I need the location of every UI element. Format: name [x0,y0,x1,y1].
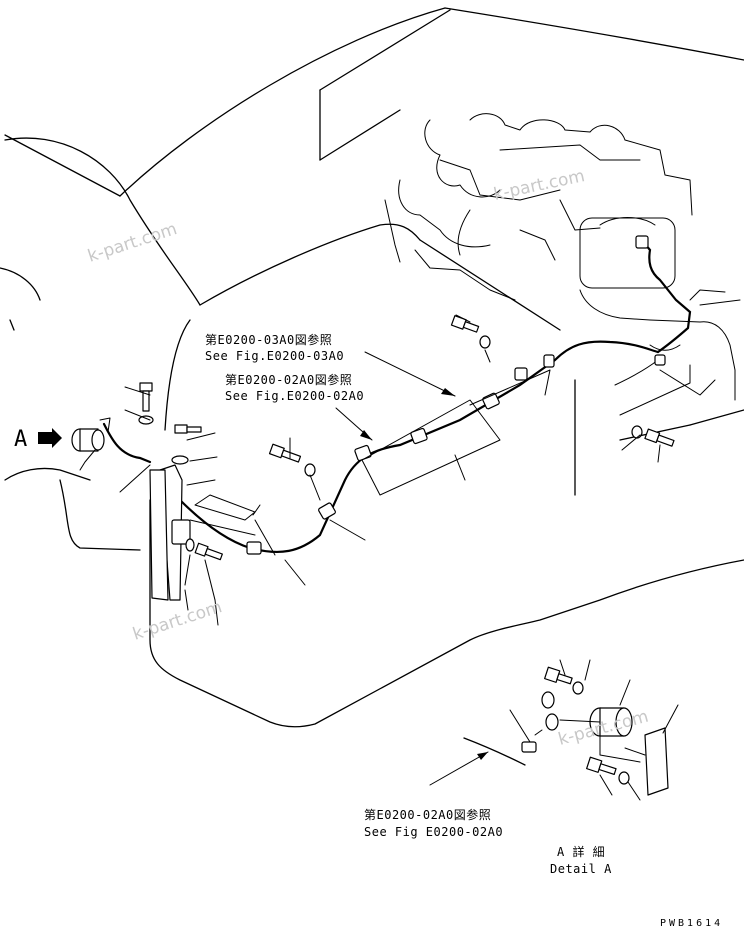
watermark: k-part.com [85,219,179,267]
ref-top-jp: 第E0200-03A0図参照 [205,332,332,347]
sensor-component [71,417,152,471]
bolt-icon [644,428,675,447]
engine-assembly [384,113,741,401]
bolt-icon [268,443,302,463]
bolt-icon [139,382,153,412]
washer-icon [618,771,630,785]
detail-label-en: Detail A [550,862,612,876]
washer-icon [631,425,643,439]
view-marker: A [14,427,27,452]
leader-lines [119,314,661,786]
bolt-icon [194,542,223,561]
drawing-code: PWB1614 [660,918,723,929]
machine-body-outline [0,7,744,728]
bolt-icon [586,756,617,776]
ref-top-en: See Fig.E0200-03A0 [205,349,344,363]
ref-mid-en: See Fig.E0200-02A0 [225,389,364,403]
detail-a-inset [463,659,679,801]
washers [138,335,643,785]
washer-icon [572,681,584,695]
washer-icon [138,415,154,425]
reference-callouts: 第E0200-03A0図参照 See Fig.E0200-03A0 第E0200… [14,332,723,929]
view-a-arrow-icon [38,428,62,448]
washer-icon [171,455,189,465]
mounting-bracket [149,464,191,601]
washer-icon [479,335,491,349]
hose-clamps [246,235,666,555]
bolt-icon [450,315,480,333]
bolt-icon [174,424,202,434]
watermark: k-part.com [130,597,224,645]
ref-bottom-jp: 第E0200-02A0図参照 [364,807,491,822]
detail-label-jp: A 詳 細 [557,844,605,859]
washer-icon [185,538,195,552]
bolts [139,315,675,776]
washer-icon [304,463,316,477]
bolt-icon [544,666,573,685]
ref-bottom-en: See Fig E0200-02A0 [364,825,503,839]
watermark: k-part.com [492,166,587,205]
ref-mid-jp: 第E0200-02A0図参照 [225,372,352,387]
